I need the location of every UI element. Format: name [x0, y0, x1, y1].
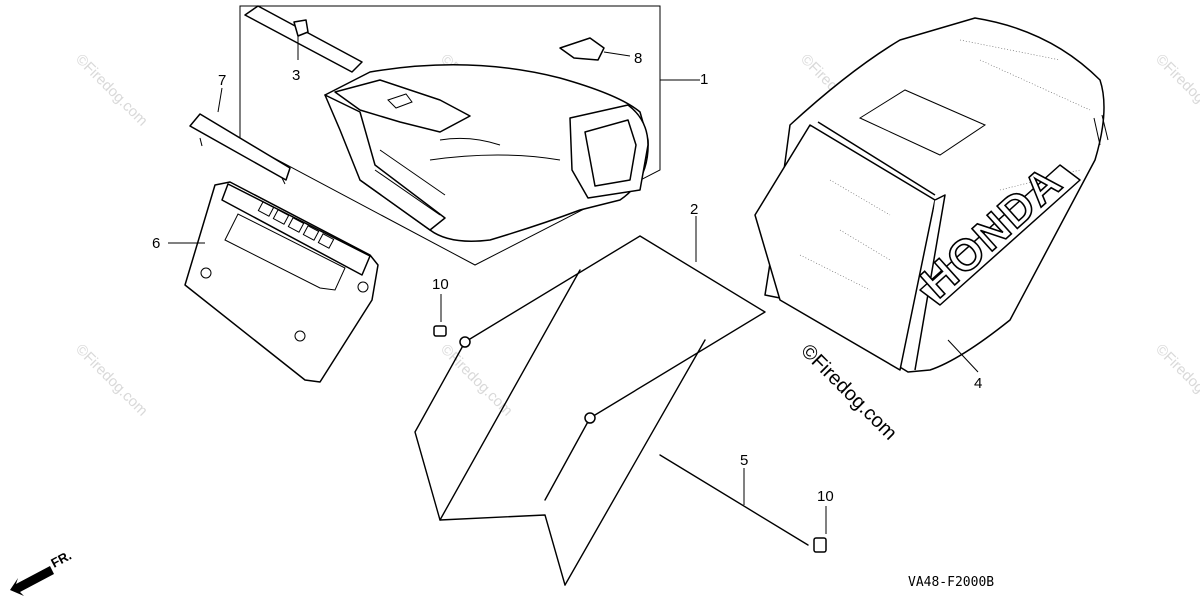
callout-2: 2	[690, 201, 698, 218]
diagram-code: VA48-F2000B	[908, 575, 994, 590]
part-6-door	[168, 181, 379, 383]
part-10-cap-a	[433, 294, 447, 337]
callout-7: 7	[218, 72, 226, 89]
callout-5: 5	[740, 452, 748, 469]
part-10-cap-b	[813, 506, 827, 553]
callout-4: 4	[974, 375, 982, 392]
front-indicator: FR.	[10, 548, 74, 596]
part-8-label	[559, 37, 631, 61]
callout-10b: 10	[817, 488, 834, 505]
watermark: ©Firedog.com	[72, 341, 151, 420]
callout-1: 1	[700, 71, 708, 88]
callout-8: 8	[634, 50, 642, 67]
part-1-chute	[324, 64, 649, 242]
callout-3: 3	[292, 67, 300, 84]
part-5-rod	[659, 454, 809, 546]
watermark: ©Firedog.com	[72, 51, 151, 130]
part-7-strip	[189, 87, 291, 185]
callout-6: 6	[152, 235, 160, 252]
front-arrow-icon	[10, 566, 54, 596]
watermark: ©Firedog.com	[1152, 341, 1200, 420]
part-4-bag: HONDA	[754, 17, 1109, 373]
door-grille	[257, 201, 335, 249]
front-label: FR.	[48, 548, 74, 571]
part-3-plate	[244, 5, 363, 73]
part-2-frame	[414, 216, 766, 586]
callout-10a: 10	[432, 276, 449, 293]
watermark: ©Firedog.com	[1152, 51, 1200, 130]
watermark: ©Firedog.com	[437, 341, 516, 420]
